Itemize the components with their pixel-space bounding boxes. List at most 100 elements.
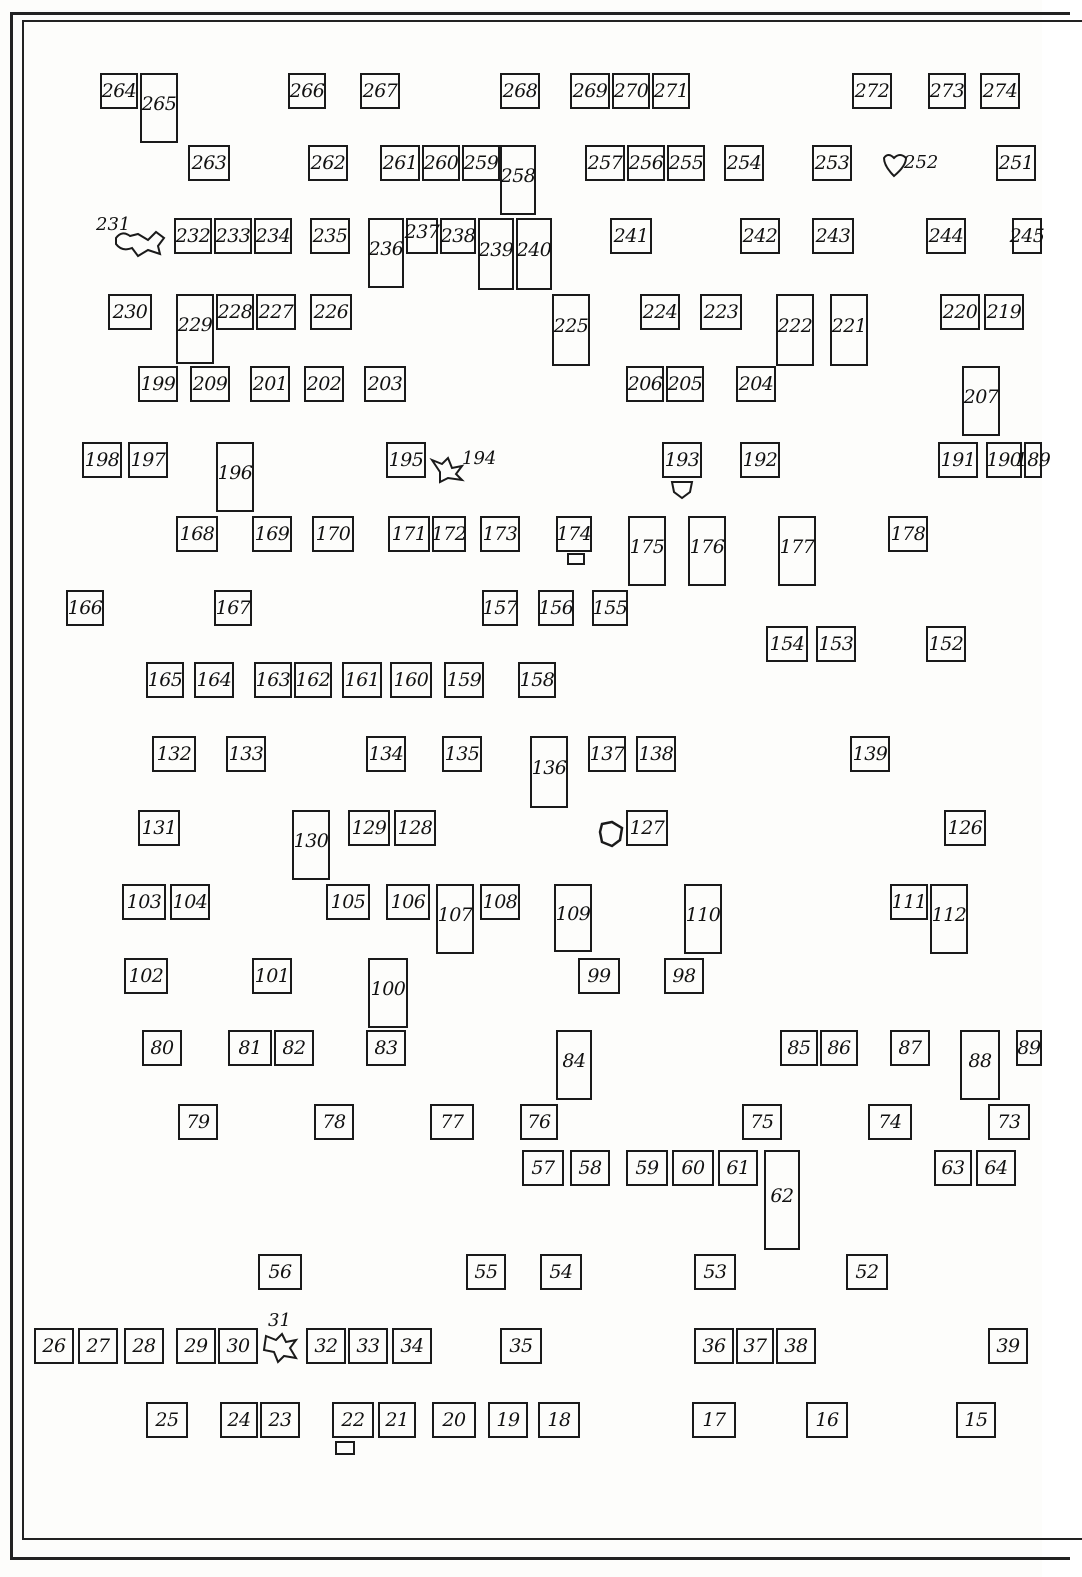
plot-number: 85: [787, 1037, 811, 1059]
plot-number: 84: [562, 1050, 586, 1072]
plot-number: 236: [368, 238, 404, 260]
plot-number: 158: [519, 669, 555, 691]
plot-number: 256: [628, 152, 664, 174]
plot-160: 160: [390, 662, 432, 698]
plot-222: 222: [776, 294, 814, 366]
plot-number: 104: [172, 891, 208, 913]
plot-number: 103: [126, 891, 162, 913]
plot-number: 79: [186, 1111, 210, 1133]
label-252: 252: [904, 152, 939, 173]
plot-258: 258: [500, 145, 536, 215]
plot-126: 126: [944, 810, 986, 846]
plot-88: 88: [960, 1030, 1000, 1100]
plot-82: 82: [274, 1030, 314, 1066]
plot-127: 127: [626, 810, 668, 846]
plot-153: 153: [816, 626, 856, 662]
plot-108: 108: [480, 884, 520, 920]
plot-number: 80: [150, 1037, 174, 1059]
plot-27: 27: [78, 1328, 118, 1364]
plot-221: 221: [830, 294, 868, 366]
plot-number: 177: [779, 536, 815, 558]
plot-257: 257: [585, 145, 625, 181]
plot-189: 189: [1016, 442, 1051, 478]
plot-272: 272: [852, 73, 892, 109]
plot-number: 225: [553, 315, 589, 337]
plot-number: 126: [947, 817, 983, 839]
plot-22: 22: [332, 1402, 374, 1438]
plot-number: 263: [191, 152, 227, 174]
plot-81: 81: [228, 1030, 272, 1066]
plot-236: 236: [368, 218, 404, 288]
plot-23: 23: [260, 1402, 300, 1438]
plot-number: 154: [769, 633, 805, 655]
plot-105: 105: [326, 884, 370, 920]
plot-number: 245: [1009, 225, 1045, 247]
plot-number: 129: [351, 817, 387, 839]
plot-number: 205: [667, 373, 703, 395]
plot-number: 255: [668, 152, 704, 174]
plot-number: 73: [997, 1111, 1021, 1133]
plot-251: 251: [996, 145, 1036, 181]
plot-168: 168: [176, 516, 218, 552]
plot-166: 166: [66, 590, 104, 626]
plot-76: 76: [520, 1104, 558, 1140]
irregular-marker-127: [598, 820, 624, 848]
irregular-marker-252: [882, 154, 908, 178]
plot-57: 57: [522, 1150, 564, 1186]
plot-156: 156: [538, 590, 574, 626]
plot-220: 220: [940, 294, 980, 330]
plot-number: 190: [986, 449, 1022, 471]
plot-number: 77: [440, 1111, 464, 1133]
plot-number: 241: [613, 225, 649, 247]
plot-195: 195: [386, 442, 426, 478]
plot-number: 36: [702, 1335, 726, 1357]
plot-228: 228: [216, 294, 254, 330]
plot-number: 138: [638, 743, 674, 765]
plot-number: 257: [587, 152, 623, 174]
plot-number: 108: [482, 891, 518, 913]
plot-139: 139: [850, 736, 890, 772]
plot-273: 273: [928, 73, 966, 109]
plot-number: 239: [478, 239, 514, 261]
plot-129: 129: [348, 810, 390, 846]
plot-number: 227: [258, 301, 294, 323]
plot-35: 35: [500, 1328, 542, 1364]
plot-number: 259: [463, 152, 499, 174]
plot-199: 199: [138, 366, 178, 402]
plot-171: 171: [388, 516, 430, 552]
plot-number: 221: [831, 315, 867, 337]
plot-number: 52: [855, 1261, 879, 1283]
plot-173: 173: [480, 516, 520, 552]
plot-36: 36: [694, 1328, 734, 1364]
plot-number: 100: [370, 978, 406, 1000]
plot-number: 157: [482, 597, 518, 619]
plot-100: 100: [368, 958, 408, 1028]
plot-192: 192: [740, 442, 780, 478]
plot-number: 112: [931, 904, 967, 926]
plot-number: 25: [155, 1409, 179, 1431]
plot-number: 76: [527, 1111, 551, 1133]
plot-number: 132: [156, 743, 192, 765]
plot-number: 164: [196, 669, 232, 691]
plot-163: 163: [254, 662, 292, 698]
plot-number: 264: [101, 80, 137, 102]
plot-99: 99: [578, 958, 620, 994]
plot-101: 101: [252, 958, 292, 994]
plot-178: 178: [888, 516, 928, 552]
plot-number: 30: [226, 1335, 250, 1357]
plot-271: 271: [652, 73, 690, 109]
plot-244: 244: [926, 218, 966, 254]
plot-number: 189: [1015, 449, 1051, 471]
plot-number: 229: [177, 314, 213, 336]
plot-75: 75: [742, 1104, 782, 1140]
plot-233: 233: [214, 218, 252, 254]
plot-number: 38: [784, 1335, 808, 1357]
plot-number: 152: [928, 633, 964, 655]
plot-260: 260: [422, 145, 460, 181]
plot-158: 158: [518, 662, 556, 698]
plot-64: 64: [976, 1150, 1016, 1186]
plot-number: 87: [898, 1037, 922, 1059]
plot-number: 178: [890, 523, 926, 545]
plot-number: 159: [446, 669, 482, 691]
plot-61: 61: [718, 1150, 758, 1186]
